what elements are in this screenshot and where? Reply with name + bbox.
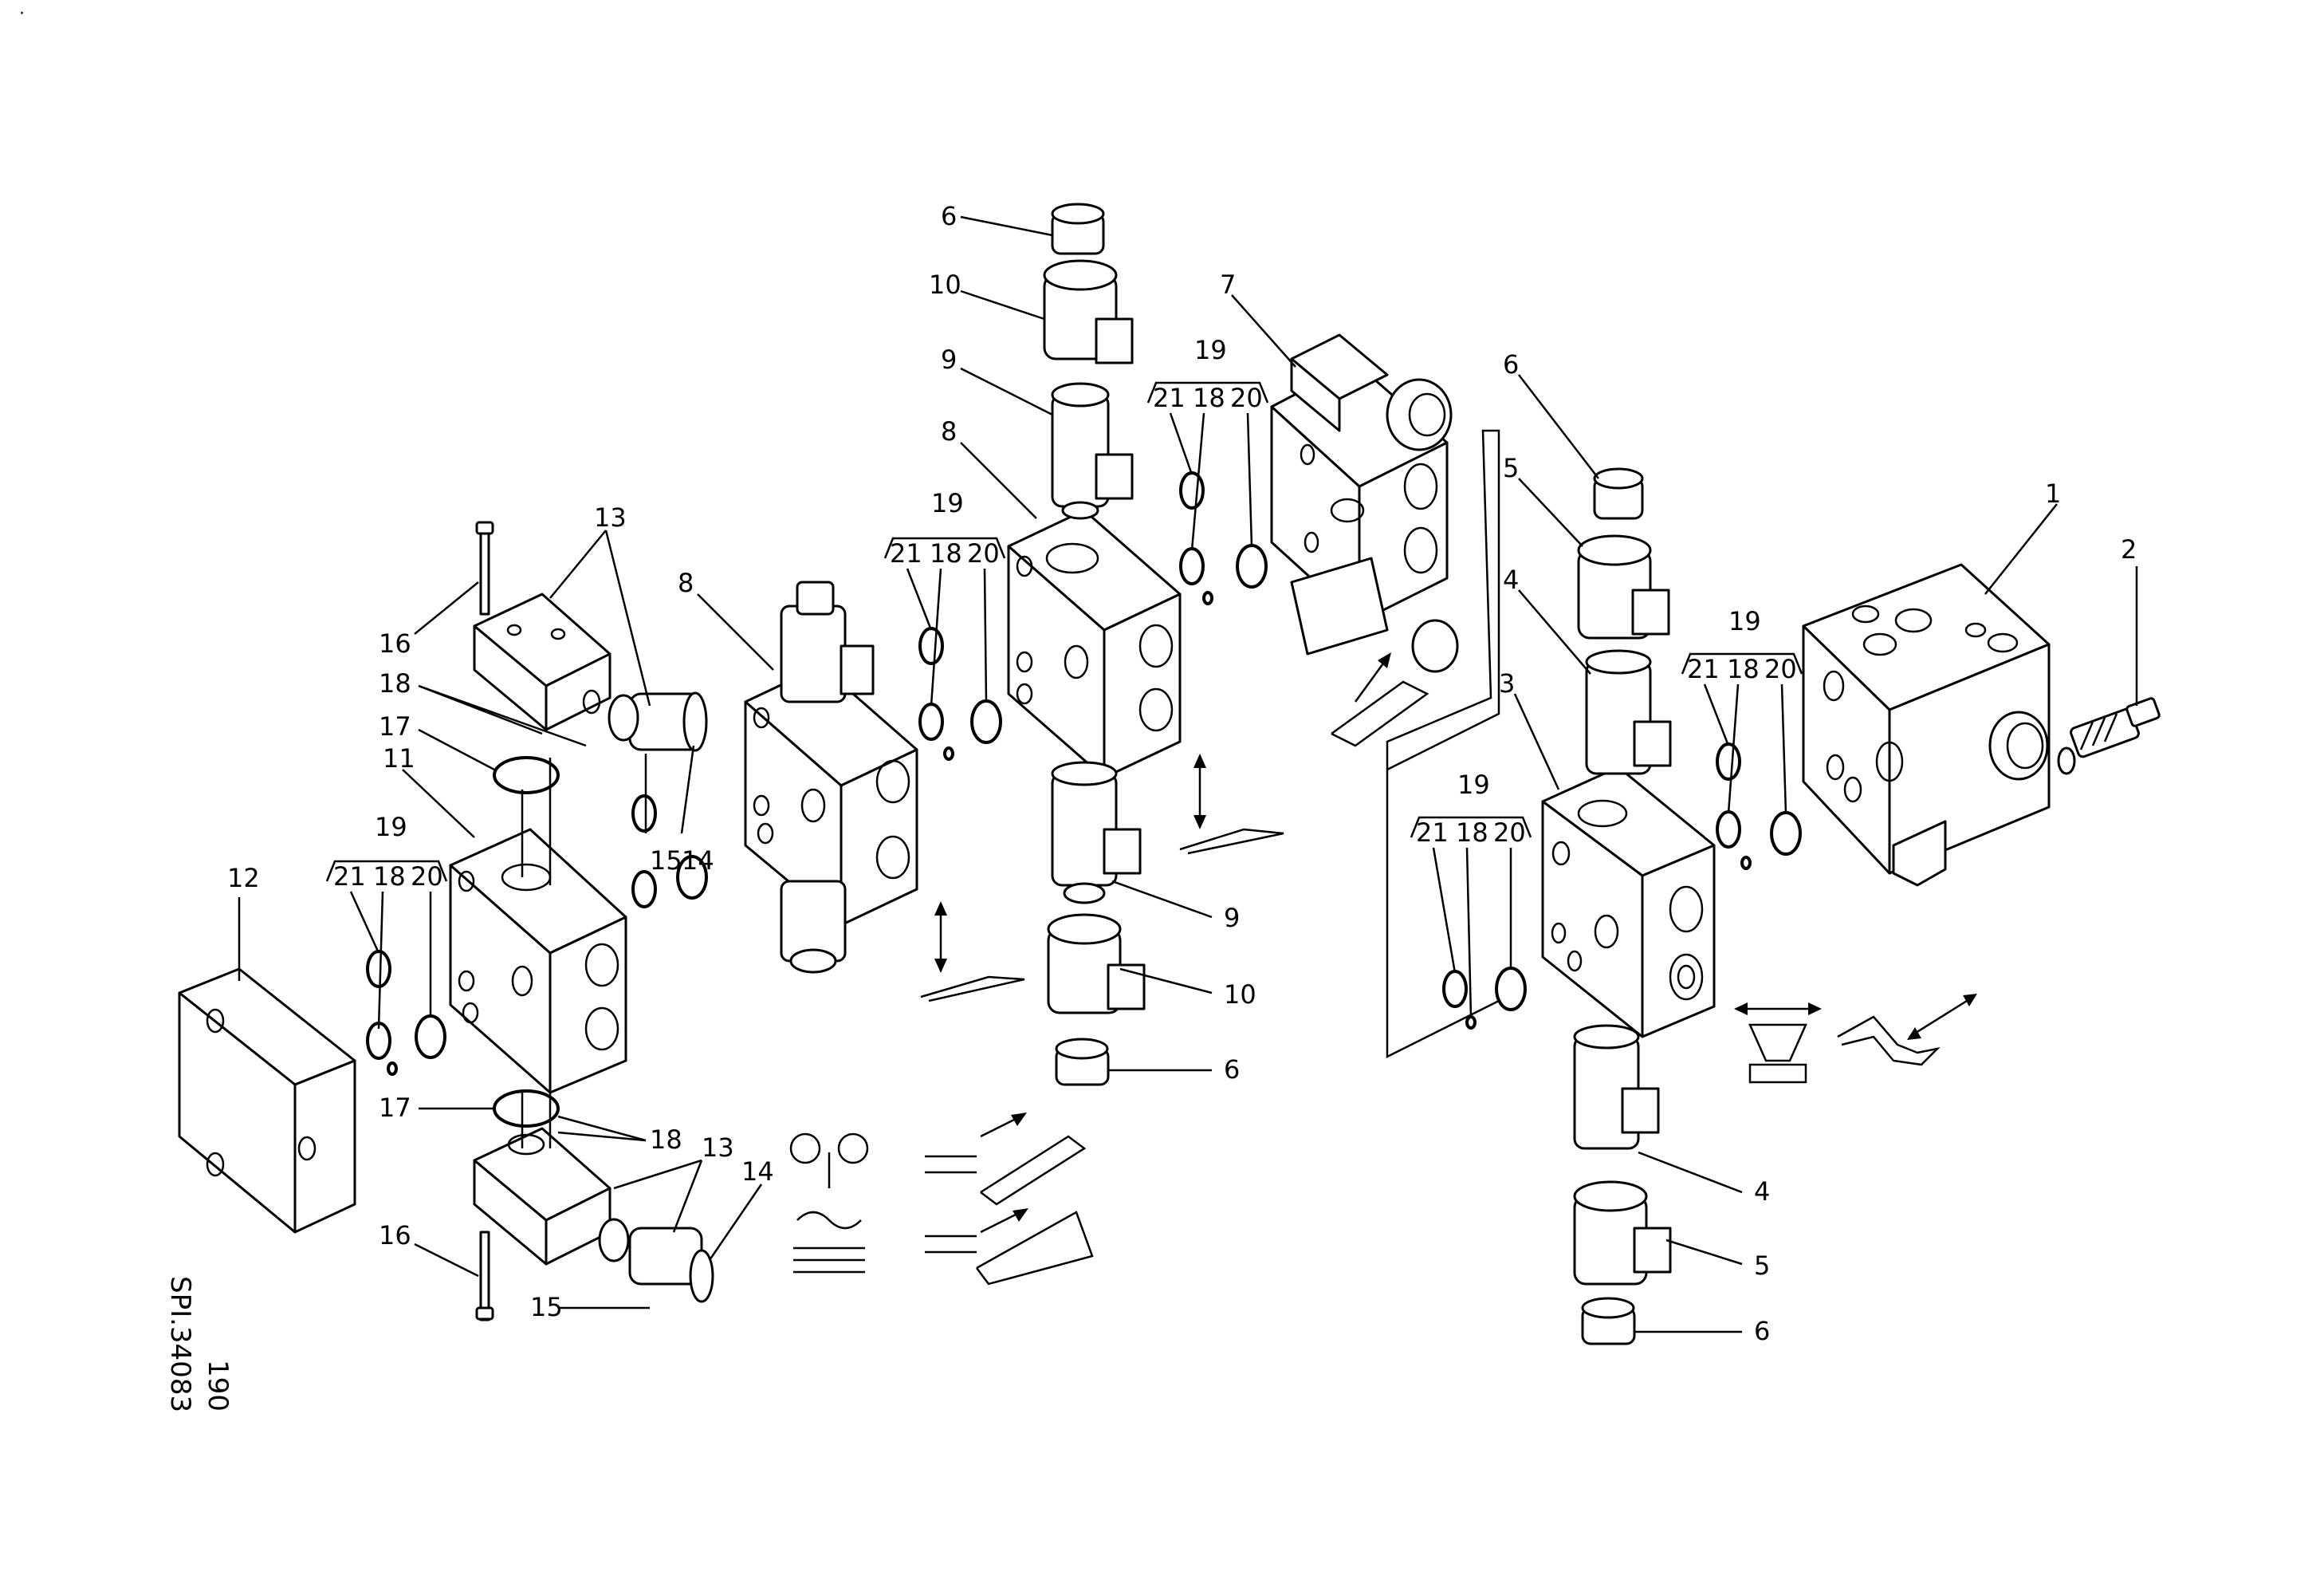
bucket-tilt-icon [1734, 1002, 1822, 1084]
svg-text:18: 18 [373, 861, 406, 892]
callout-13-lower: 13 [702, 1132, 734, 1163]
svg-text:21: 21 [333, 861, 366, 892]
callout-12: 12 [227, 863, 260, 893]
callout-17-lower: 17 [379, 1093, 411, 1123]
part-12-end-plate [178, 967, 356, 1234]
part-10-coil-bottom [1047, 913, 1146, 1014]
callout-16-lower: 16 [379, 1220, 411, 1250]
seal-group-19-center-right: 19 21 18 20 [1146, 335, 1269, 551]
callout-18-lower: 18 [650, 1124, 682, 1155]
callout-9-upper: 9 [941, 345, 957, 375]
seal-group-19-center-left: 19 21 18 20 [883, 488, 1006, 707]
svg-text:18: 18 [930, 538, 962, 569]
callout-5-upper: 5 [1503, 453, 1519, 483]
svg-text:19: 19 [1194, 335, 1227, 365]
svg-text:20: 20 [1764, 654, 1797, 684]
svg-text:21: 21 [1153, 383, 1186, 413]
svg-text:20: 20 [411, 861, 443, 892]
svg-text:19: 19 [1728, 606, 1761, 636]
callout-10-lower: 10 [1224, 979, 1256, 1010]
part-1-main-valve-block [1802, 563, 2051, 887]
boom-swing-icon [1837, 994, 1977, 1066]
seal-group-19-right-lower: 19 21 18 20 [1410, 770, 1532, 1018]
svg-text:18: 18 [1193, 383, 1225, 413]
part-9-valve-cartridge-bottom [1051, 761, 1142, 904]
callout-6-right-top: 6 [1503, 349, 1519, 380]
part-3-section-block [1541, 766, 1716, 1038]
part-6-nut-right-top [1593, 467, 1644, 520]
drawing-code: SPI.34083 [164, 1276, 196, 1412]
callout-7: 7 [1220, 270, 1236, 300]
svg-text:18: 18 [1727, 654, 1760, 684]
callout-8-upper: 8 [941, 416, 957, 447]
callout-11: 11 [383, 743, 415, 774]
sheet-number: 190 [202, 1360, 234, 1412]
callout-10-upper: 10 [929, 270, 961, 300]
svg-text:18: 18 [1456, 817, 1488, 848]
part-4-cartridge-right-bottom [1573, 1024, 1660, 1150]
svg-text:21: 21 [1687, 654, 1720, 684]
part-8-valve-section-lower [744, 581, 918, 974]
svg-text:19: 19 [375, 812, 407, 842]
crawler-belt-icon [925, 1208, 1094, 1286]
svg-text:21: 21 [1416, 817, 1449, 848]
part-6-nut-top [1051, 203, 1105, 255]
callout-14-lower: 14 [741, 1156, 774, 1187]
svg-text:19: 19 [1457, 770, 1490, 800]
part-10-coil-top [1043, 259, 1134, 364]
callout-3: 3 [1499, 668, 1515, 699]
corner-mark: · [19, 4, 25, 24]
svg-text:21: 21 [890, 538, 922, 569]
callout-6-top: 6 [941, 201, 957, 231]
callout-6-right-bottom: 6 [1754, 1316, 1770, 1346]
part-6-nut-right-bottom [1581, 1297, 1636, 1345]
part-5-coil-right-bottom [1573, 1180, 1672, 1286]
section-outline-right [1386, 429, 1500, 1059]
callout-4-upper: 4 [1503, 565, 1519, 595]
seal-rings-right [1442, 742, 1802, 1030]
part-16-bolt-upper [475, 521, 494, 616]
svg-text:19: 19 [931, 488, 964, 518]
callout-8-lower: 8 [678, 568, 694, 598]
callout-2: 2 [2121, 534, 2137, 565]
hand-control-icon [789, 1132, 869, 1274]
part-2-relief-cartridge [2057, 697, 2161, 775]
callout-18-upper: 18 [379, 668, 411, 699]
crawler-track-icon [925, 1113, 1087, 1206]
callout-9-lower: 9 [1224, 903, 1240, 933]
seal-rings-center [918, 471, 1268, 761]
part-4-cartridge-right-top [1585, 649, 1672, 775]
up-down-arrow-lever-icon [1179, 754, 1284, 855]
callout-6-center-bottom: 6 [1224, 1054, 1240, 1085]
callout-15-lower: 15 [530, 1292, 563, 1322]
svg-text:20: 20 [967, 538, 1000, 569]
up-down-arrow-lever-icon [920, 901, 1025, 1002]
part-5-coil-right-top [1577, 534, 1670, 640]
part-17-oring-lower [493, 1089, 560, 1128]
callout-16-upper: 16 [379, 628, 411, 659]
part-7-valve-section [1270, 333, 1459, 673]
svg-text:20: 20 [1493, 817, 1526, 848]
part-6-nut-bottom [1055, 1038, 1110, 1086]
seal-group-19-right-upper: 19 21 18 20 [1681, 606, 1803, 814]
part-9-valve-cartridge-top [1051, 382, 1134, 520]
callout-1: 1 [2045, 478, 2061, 509]
crawler-track-icon [1331, 652, 1429, 747]
part-13-manifold-lower [473, 1127, 714, 1303]
callout-4-lower: 4 [1754, 1176, 1770, 1207]
callout-15-upper: 15 [650, 845, 682, 876]
svg-text:20: 20 [1230, 383, 1263, 413]
callout-13-upper: 13 [594, 502, 627, 533]
seal-group-19-left: 19 21 18 20 [325, 812, 448, 1030]
callout-17-upper: 17 [379, 711, 411, 742]
part-8-section-block-upper [1007, 509, 1182, 779]
callout-14-upper: 14 [682, 845, 714, 876]
part-17-oring-upper [493, 756, 560, 794]
part-16-bolt-lower [475, 1231, 494, 1321]
callout-5-lower: 5 [1754, 1250, 1770, 1281]
part-11-section-block [449, 828, 627, 1094]
part-13-manifold-upper [473, 593, 708, 752]
